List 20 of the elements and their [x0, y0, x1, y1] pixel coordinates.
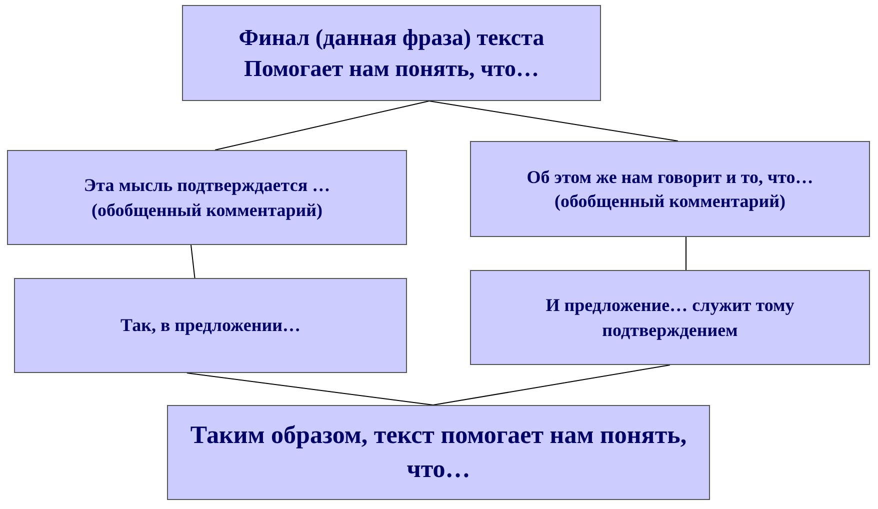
text-box — [470, 141, 870, 237]
connector-line — [432, 364, 670, 406]
box-text: (обобщенный комментарий) — [90, 198, 324, 222]
text-box — [182, 5, 601, 101]
box-text: И предложение… служит тому подтверждением — [544, 294, 796, 342]
box-text: Эта мысль подтверждается … — [82, 174, 332, 198]
text-box — [14, 278, 407, 373]
box-text: Об этом же нам говорит и то, что… — [526, 166, 814, 189]
text-box — [167, 405, 710, 500]
box-text: Помогает нам понять, что… — [242, 55, 540, 83]
box-text: (обобщенный комментарий) — [553, 190, 787, 213]
connector-line — [428, 100, 678, 142]
connector-line — [214, 100, 430, 150]
box-text: Финал (данная фраза) текста — [238, 24, 546, 52]
connector-line — [190, 244, 196, 278]
box-text: Так, в предложении… — [120, 314, 302, 338]
box-text: Таким образом, текст помогает нам понять, что… — [189, 420, 688, 484]
text-box — [470, 270, 870, 365]
text-box — [7, 150, 407, 245]
connector-line — [186, 372, 434, 406]
